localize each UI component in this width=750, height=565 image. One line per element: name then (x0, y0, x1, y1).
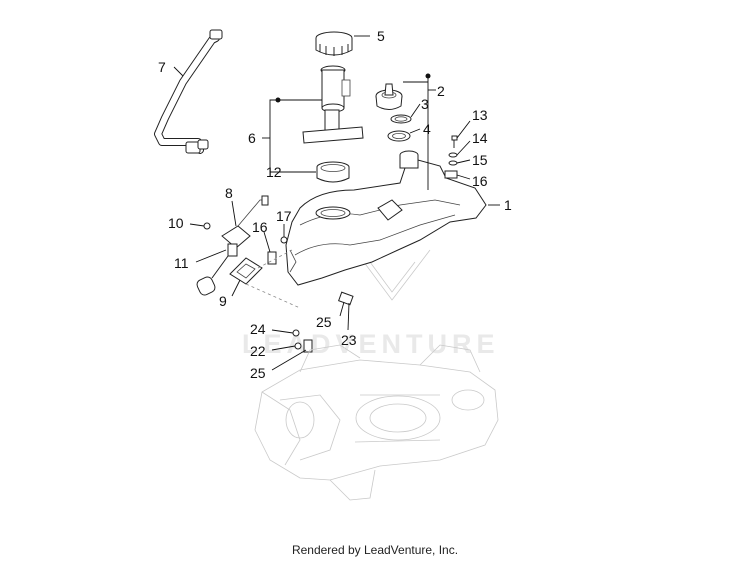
watermark: LEADVENTURE (242, 249, 500, 359)
callout-1: 1 (504, 197, 512, 213)
callout-10: 10 (168, 215, 184, 231)
part-bracket-16-right[interactable] (444, 170, 458, 179)
part-fuel-tank[interactable] (285, 150, 487, 286)
part-clip-17[interactable] (280, 236, 288, 244)
watermark-text: LEADVENTURE (242, 329, 500, 359)
part-pump-ring-nut[interactable] (315, 31, 353, 56)
callout-13: 13 (472, 107, 488, 123)
part-level-sensor[interactable] (195, 195, 269, 297)
part-clip-22[interactable] (294, 342, 302, 350)
callout-5: 5 (377, 28, 385, 44)
part-hose-clamp-25[interactable] (303, 339, 313, 353)
callout-22: 22 (250, 343, 266, 359)
callout-17: 17 (276, 208, 292, 224)
callout-9: 9 (219, 293, 227, 309)
callout-15: 15 (472, 152, 488, 168)
part-cap-ring[interactable] (387, 130, 411, 142)
part-fuel-hose[interactable] (154, 29, 223, 154)
leader-lines (173, 35, 500, 371)
callout-11: 11 (174, 255, 189, 271)
part-pump-gasket[interactable] (316, 161, 350, 183)
part-fuel-pump[interactable] (302, 65, 364, 144)
part-washer-14[interactable] (448, 152, 458, 158)
callout-4: 4 (423, 121, 431, 137)
part-sensor-gasket[interactable] (229, 257, 263, 285)
callout-14: 14 (472, 130, 488, 146)
callout-25-upper: 25 (316, 314, 332, 330)
part-screw-10[interactable] (203, 222, 211, 230)
part-cap-seal[interactable] (390, 114, 412, 124)
part-clip-16-left[interactable] (267, 251, 277, 265)
callout-24: 24 (250, 321, 266, 337)
callout-23: 23 (341, 332, 357, 348)
callout-16-right: 16 (472, 173, 488, 189)
part-clip-24[interactable] (292, 329, 300, 337)
assembly-guide-line (245, 249, 301, 309)
callout-2: 2 (437, 83, 445, 99)
engine-outline (254, 344, 499, 501)
footer-credit: Rendered by LeadVenture, Inc. (291, 543, 459, 557)
part-screw-13[interactable] (451, 135, 458, 148)
callout-12: 12 (266, 164, 282, 180)
callout-8: 8 (225, 185, 233, 201)
callout-labels: 5 2 3 4 6 7 12 1 13 14 15 16 8 10 11 9 1… (158, 28, 512, 381)
callout-7: 7 (158, 59, 166, 75)
callout-25-lower: 25 (250, 365, 266, 381)
part-filler-cap[interactable] (375, 83, 403, 110)
callout-3: 3 (421, 96, 429, 112)
part-fitting-23[interactable] (338, 291, 354, 306)
callout-16-left: 16 (252, 219, 268, 235)
part-washer-15[interactable] (448, 160, 458, 166)
callout-6: 6 (248, 130, 256, 146)
